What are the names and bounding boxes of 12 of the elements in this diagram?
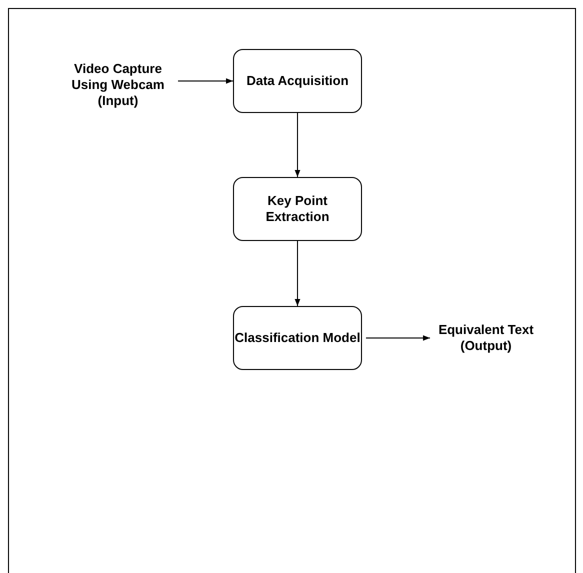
box-label: Key Point Extraction <box>264 193 330 225</box>
arrow <box>294 240 300 306</box>
process-box <box>233 306 362 370</box>
process-box <box>233 49 362 113</box>
arrow <box>366 335 430 341</box>
process-box <box>233 177 362 241</box>
arrow <box>294 112 300 178</box>
arrow <box>178 78 234 84</box>
box-label: Classification Model <box>234 330 360 346</box>
box-label: Data Acquisition <box>246 73 349 89</box>
io-label: Equivalent Text (Output) <box>437 322 535 354</box>
io-label: Video Capture Using Webcam (Input) <box>70 61 166 109</box>
